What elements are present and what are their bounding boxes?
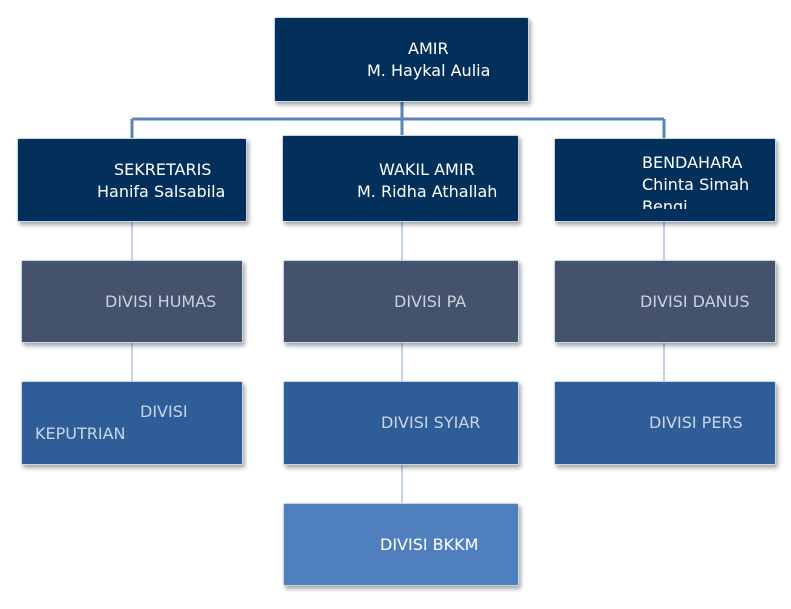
divisi-keputrian-label-line2: KEPUTRIAN [35, 424, 126, 443]
amir-name: M. Haykal Aulia [367, 61, 491, 80]
amir-box: AMIR M. Haykal Aulia [274, 17, 529, 102]
divisi-syiar-label: DIVISI SYIAR [381, 413, 481, 432]
sekretaris-role: SEKRETARIS [114, 160, 212, 179]
bendahara-role: BENDAHARA [642, 153, 743, 172]
divisi-pers-box: DIVISI PERS [554, 381, 776, 465]
amir-role: AMIR [408, 39, 449, 58]
divisi-humas-label: DIVISI HUMAS [105, 292, 217, 311]
wakil-amir-box: WAKIL AMIR M. Ridha Athallah [282, 135, 519, 222]
divisi-pa-label: DIVISI PA [394, 292, 467, 311]
sekretaris-box: SEKRETARIS Hanifa Salsabila [17, 138, 247, 222]
divisi-pers-label: DIVISI PERS [649, 413, 743, 432]
divisi-bkkm-box: DIVISI BKKM [283, 503, 519, 586]
bendahara-box: BENDAHARA Chinta Simah Bengi [554, 138, 776, 222]
divisi-syiar-box: DIVISI SYIAR [283, 381, 519, 465]
divisi-humas-box: DIVISI HUMAS [21, 260, 243, 343]
divisi-bkkm-label: DIVISI BKKM [380, 535, 479, 554]
sekretaris-name: Hanifa Salsabila [97, 182, 226, 201]
divisi-pa-box: DIVISI PA [283, 260, 519, 343]
divisi-danus-box: DIVISI DANUS [554, 260, 776, 343]
divisi-keputrian-box: DIVISI KEPUTRIAN [21, 381, 243, 465]
divisi-danus-label: DIVISI DANUS [640, 292, 750, 311]
wakil-amir-name: M. Ridha Athallah [357, 182, 498, 201]
bendahara-name-line2: Bengi [642, 197, 688, 209]
wakil-amir-role: WAKIL AMIR [379, 160, 475, 179]
bendahara-name-line1: Chinta Simah [642, 175, 750, 194]
divisi-keputrian-label-line1: DIVISI [140, 402, 188, 421]
